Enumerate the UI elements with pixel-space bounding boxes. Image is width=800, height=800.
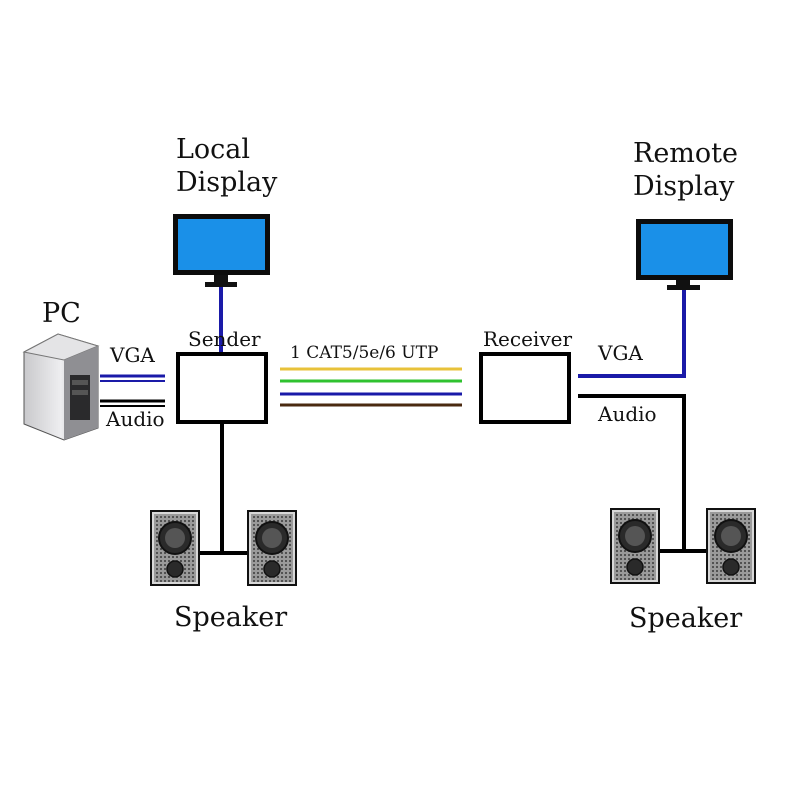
cable-label: 1 CAT5/5e/6 UTP [290,343,438,363]
pc-tower-icon [22,333,100,441]
vga-line-left [100,374,165,382]
speaker-icon [247,510,297,586]
speaker-left-label: Speaker [174,602,287,633]
audio-right-label: Audio [597,402,657,426]
audio-line-left [100,399,165,407]
receiver-box [479,352,571,424]
vga-right-label: VGA [597,341,643,365]
speaker-icon [706,508,756,584]
local-display-label-line2: Display [176,167,278,198]
local-display-label-line1: Local [176,134,250,165]
audio-line-right [578,394,710,553]
speaker-icon [150,510,200,586]
remote-display-label-line2: Display [633,171,735,202]
speaker-icon [610,508,660,584]
audio-left-label: Audio [105,407,165,431]
pc-label: PC [42,298,81,329]
receiver-label: Receiver [483,327,572,351]
vga-line-right [578,290,686,378]
speaker-right-label: Speaker [629,603,742,634]
local-monitor-icon [173,214,270,287]
sender-box [176,352,268,424]
sender-label: Sender [188,327,261,351]
vga-left-label: VGA [109,343,155,367]
utp-cable [280,367,462,407]
remote-monitor-icon [636,219,733,290]
remote-display-label-line1: Remote [633,138,738,169]
